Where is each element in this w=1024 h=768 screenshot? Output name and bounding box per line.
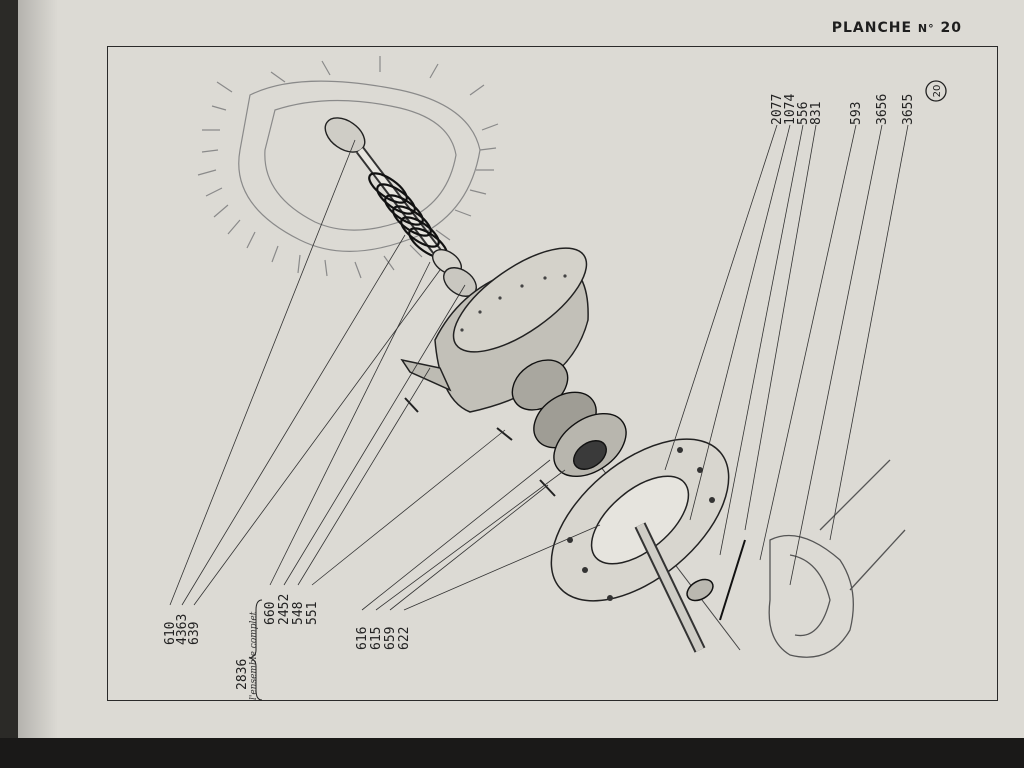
ref-label: 610 (163, 622, 178, 645)
drawing-frame (107, 46, 998, 701)
ref-label: 639 (187, 622, 202, 645)
clutch-friction-disc (550, 438, 730, 602)
assembly-number: 2836 (235, 659, 250, 690)
ref-label: 2077 (770, 94, 785, 125)
plate-badge: 20 (925, 80, 947, 102)
clutch-hub-gears (511, 359, 627, 478)
ref-label: 659 (383, 627, 398, 650)
ref-label: 2452 (277, 594, 292, 625)
ref-label: 3656 (875, 94, 890, 125)
plate-number-abbrev: N° (917, 22, 935, 35)
bolts (404, 397, 556, 497)
desk-surface (0, 738, 1024, 768)
plate-badge-number: 20 (932, 85, 943, 98)
right-reference-labels: 2077 1074 556 831 593 3656 3655 (770, 94, 916, 125)
ref-label: 551 (305, 602, 320, 625)
plate-title: PLANCHE (831, 20, 913, 36)
ref-label: 616 (355, 627, 370, 650)
leader-lines (169, 124, 909, 611)
pressure-spring-assembly (324, 117, 477, 297)
page-binding-shadow (18, 0, 58, 738)
ref-label: 4363 (175, 614, 190, 645)
gearbox-casing (768, 459, 906, 658)
left-reference-labels-c: 616 615 659 622 (355, 627, 412, 650)
plate-number: 20 (940, 20, 962, 36)
ref-label: 548 (291, 602, 306, 625)
ref-label: 3655 (901, 94, 916, 125)
assembly-caption: l'ensemble complet (249, 611, 259, 700)
ref-label: 1074 (783, 94, 798, 125)
left-reference-labels-b: 660 2452 548 551 2836 l'ensemble complet (235, 594, 320, 701)
output-shaft (634, 522, 746, 653)
ref-label: 660 (263, 602, 278, 625)
plate-header: PLANCHE N° 20 (832, 20, 962, 36)
left-reference-labels-a: 610 4363 639 (163, 614, 202, 645)
ref-label: 615 (369, 627, 384, 650)
flywheel-ring-gear (197, 56, 499, 279)
ref-label: 831 (809, 102, 824, 125)
ref-label: 556 (796, 102, 811, 125)
group-bracket (248, 599, 263, 701)
ref-label: 593 (849, 102, 864, 125)
ref-label: 622 (397, 627, 412, 650)
